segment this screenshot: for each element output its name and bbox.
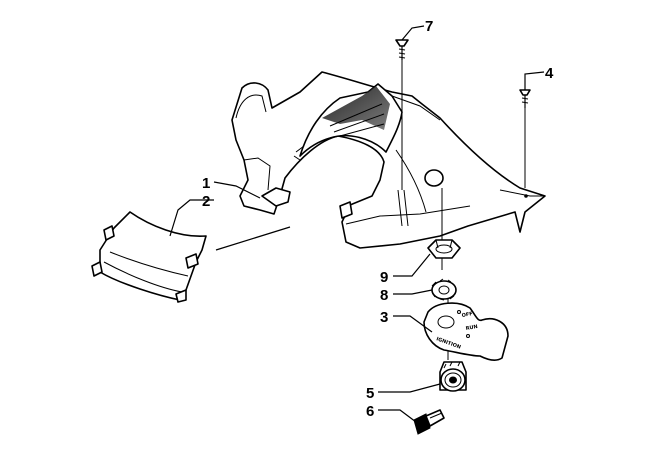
front-panel-part xyxy=(91,211,207,303)
callout-7: 7 xyxy=(425,18,433,35)
callout-1: 1 xyxy=(202,175,210,192)
leader-lines xyxy=(169,25,545,423)
callout-6: 6 xyxy=(366,403,374,420)
ignition-switch-5-part xyxy=(439,361,467,392)
callout-2: 2 xyxy=(202,193,210,210)
callout-9: 9 xyxy=(380,269,388,286)
callout-3: 3 xyxy=(380,309,388,326)
key-6-part xyxy=(413,409,445,435)
washer-8-part xyxy=(431,278,457,301)
callout-5: 5 xyxy=(366,385,374,402)
plate-label-run: RUN xyxy=(465,324,478,332)
screw-4-part xyxy=(519,89,531,188)
nut-9-part xyxy=(427,239,461,259)
assembly-guide-line xyxy=(215,226,291,251)
dash-housing-part xyxy=(231,71,546,249)
screw-7-part xyxy=(395,39,409,190)
plate-label-off: OFF xyxy=(461,311,473,319)
callout-4: 4 xyxy=(545,65,554,82)
ignition-plate-part: OFF RUN IGNITION xyxy=(423,302,509,361)
callout-8: 8 xyxy=(380,287,388,304)
